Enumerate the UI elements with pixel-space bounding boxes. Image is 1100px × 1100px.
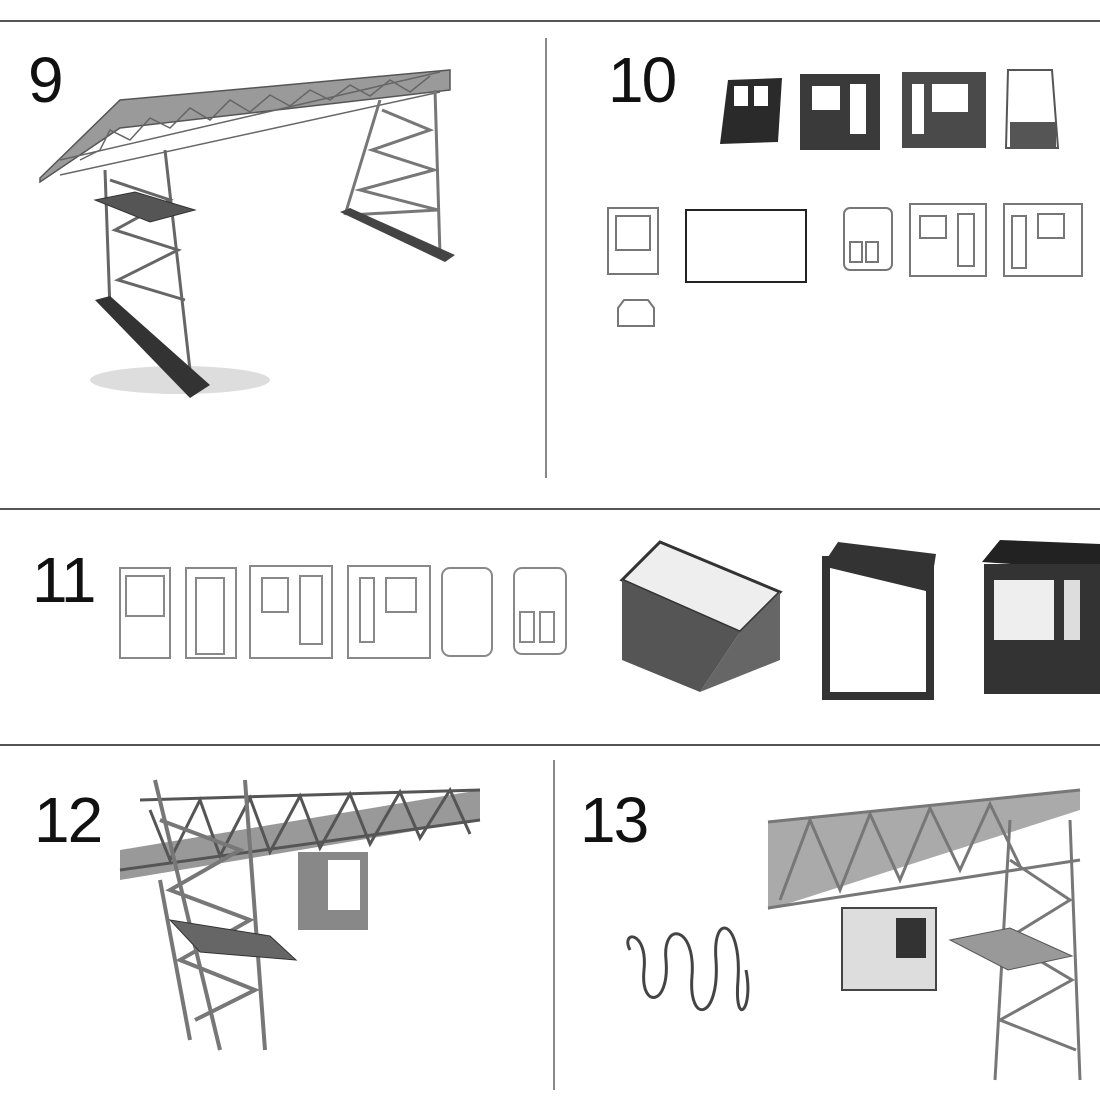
divider-v-row1 bbox=[545, 38, 547, 478]
divider-row2 bbox=[0, 744, 1100, 746]
step-number-12: 12 bbox=[34, 784, 103, 856]
step-number-11: 11 bbox=[32, 544, 96, 616]
cabin-parts-illustration bbox=[607, 69, 1083, 327]
divider-top bbox=[0, 20, 1100, 22]
divider-row1 bbox=[0, 508, 1100, 510]
cabin-assembly-illustration bbox=[119, 540, 1100, 700]
wire-and-cabin-illustration bbox=[626, 788, 1082, 1081]
step-number-10: 10 bbox=[608, 44, 677, 116]
gantry-crane-illustration bbox=[39, 69, 455, 398]
divider-v-row3 bbox=[553, 760, 555, 1090]
crane-with-cabin-illustration bbox=[119, 779, 481, 1051]
step-number-13: 13 bbox=[580, 784, 649, 856]
step-number-9: 9 bbox=[28, 44, 64, 116]
